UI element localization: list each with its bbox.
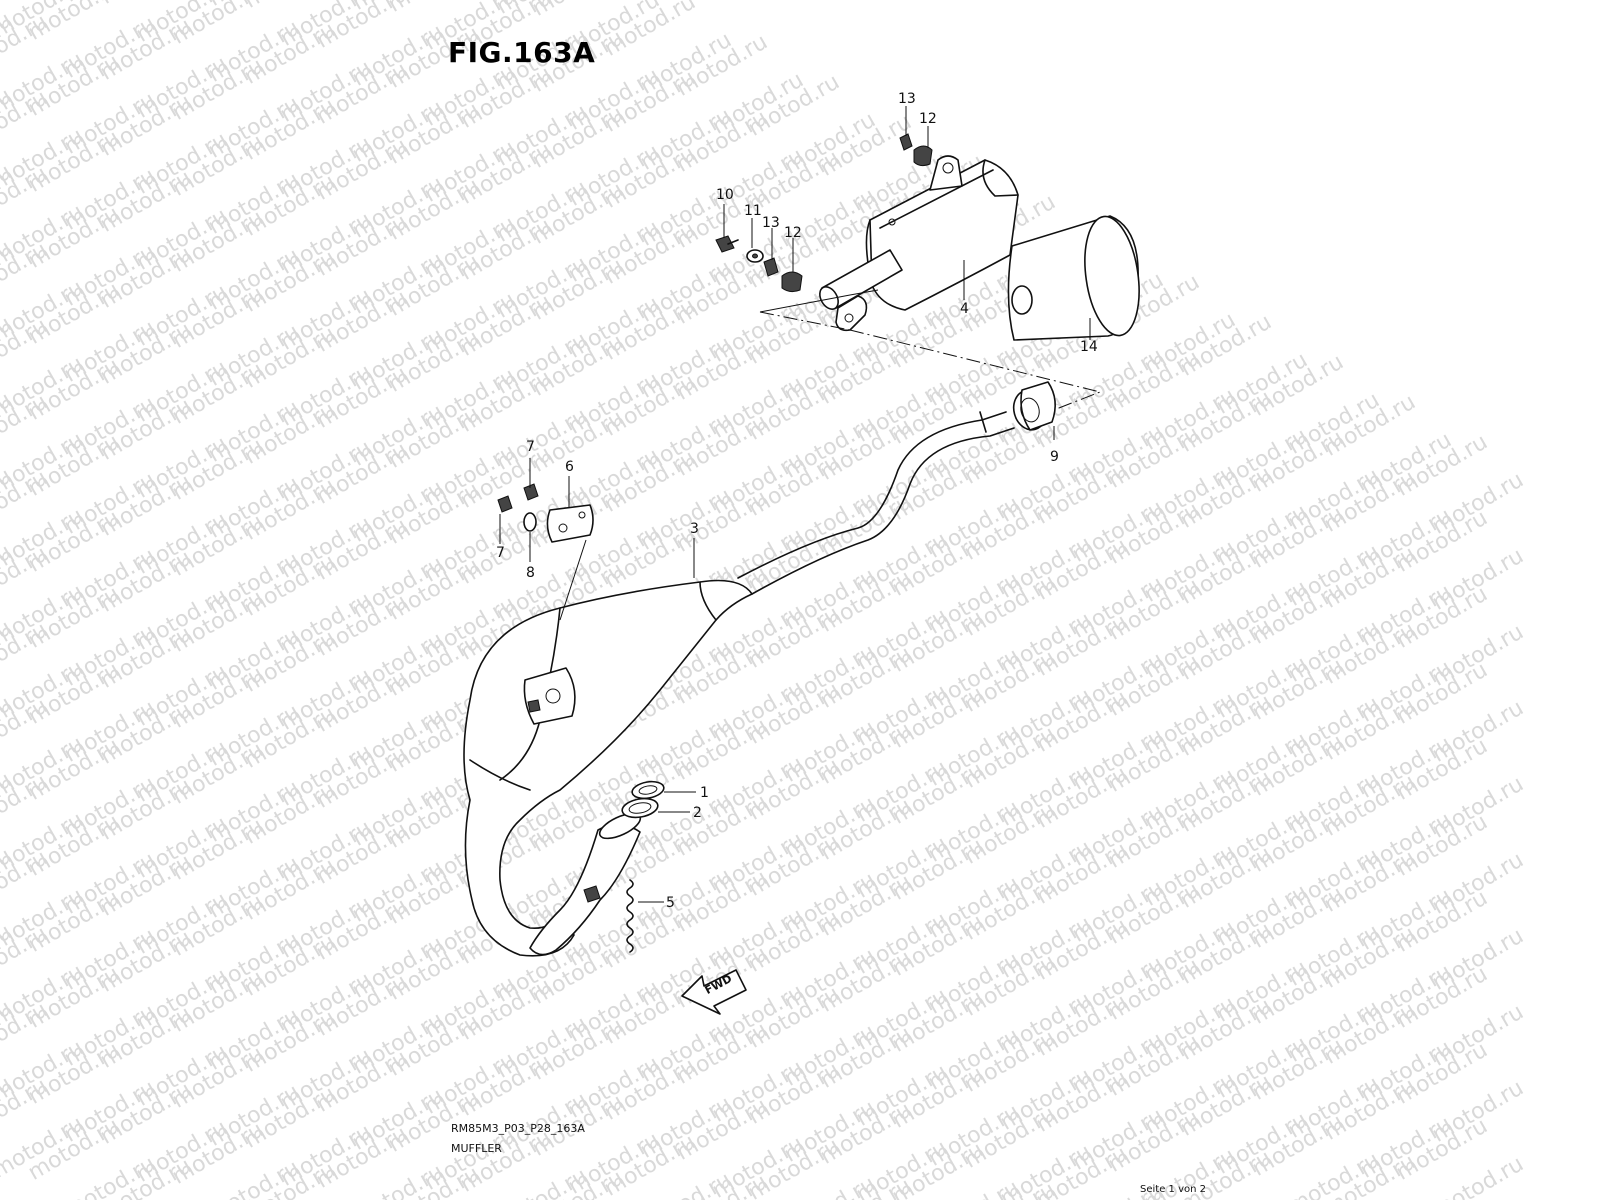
callout-11: 11 — [744, 203, 762, 219]
callout-5: 5 — [666, 895, 675, 911]
callout-12b: 12 — [919, 111, 937, 127]
bolt-7b — [523, 483, 539, 501]
callout-7a: 7 — [526, 439, 535, 455]
leader-lines — [499, 106, 1091, 903]
collar-13b — [899, 133, 913, 151]
exhaust-pipe — [463, 411, 1015, 957]
callout-13a: 13 — [762, 215, 780, 231]
assembly-line — [759, 289, 879, 313]
washer-11-hole — [752, 253, 758, 259]
callout-4: 4 — [960, 301, 969, 317]
muffler-body — [819, 155, 1019, 332]
figure-code: RM85M3_P03_P28_163A — [451, 1122, 585, 1135]
bolt-7a — [497, 495, 513, 513]
spring-5 — [626, 879, 634, 953]
callout-7b: 7 — [496, 545, 505, 561]
page-indicator: Seite 1 von 2 — [1140, 1184, 1206, 1195]
callout-3: 3 — [690, 521, 699, 537]
callout-2: 2 — [693, 805, 702, 821]
bolt-10 — [715, 235, 739, 253]
collar-13a — [763, 257, 779, 277]
callout-1: 1 — [700, 785, 709, 801]
callout-9: 9 — [1050, 449, 1059, 465]
bracket-6 — [546, 504, 594, 543]
leader-line — [559, 539, 587, 621]
callout-13b: 13 — [898, 91, 916, 107]
silencer-packing — [1007, 215, 1140, 341]
washer-8 — [523, 512, 537, 532]
forward-arrow — [681, 969, 747, 1015]
figure-name: MUFFLER — [451, 1142, 502, 1155]
gasket-1 — [631, 780, 665, 800]
callout-8: 8 — [526, 565, 535, 581]
callout-6: 6 — [565, 459, 574, 475]
muffler-joint — [1012, 381, 1056, 431]
assembly-line — [759, 311, 1102, 421]
figure-title: FIG.163A — [448, 36, 596, 69]
cushion-12a — [781, 271, 803, 293]
callout-14: 14 — [1080, 339, 1098, 355]
callout-10: 10 — [716, 187, 734, 203]
gasket-2 — [621, 797, 659, 819]
callout-12a: 12 — [784, 225, 802, 241]
cushion-12b — [913, 145, 933, 167]
